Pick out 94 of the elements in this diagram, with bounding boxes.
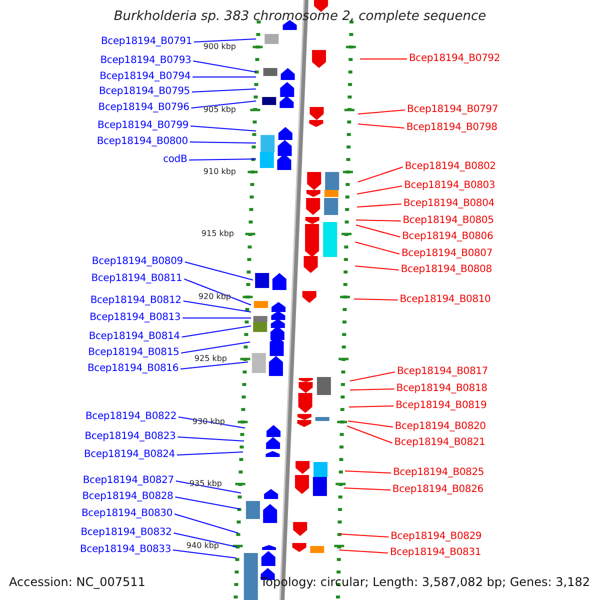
gene-label: Bcep18194_B0832 (80, 527, 172, 539)
gene-label: Bcep18194_B0819 (396, 400, 487, 412)
leader-line (358, 166, 404, 182)
gene-label: Bcep18194_B0814 (88, 331, 180, 343)
scale-label: 915 kbp (201, 229, 234, 239)
gene-label: Bcep18194_B0806 (402, 231, 494, 243)
gene-label: Bcep18194_B0825 (393, 467, 484, 479)
gene-label: Bcep18194_B0802 (404, 161, 496, 173)
gene-label: Bcep18194_B0812 (90, 295, 182, 307)
leader-line (348, 406, 394, 408)
leader-line (184, 278, 252, 306)
leader-line (354, 266, 400, 270)
leader-line (174, 514, 238, 534)
gene-label: Bcep18194_B0811 (91, 273, 182, 285)
leader-line (348, 420, 394, 428)
leader-line (354, 298, 398, 300)
leader-line (184, 262, 254, 280)
gene-label: Bcep18194_B0805 (402, 215, 494, 227)
leader-line (346, 426, 393, 444)
sequence-info-text: Topology: circular; Length: 3,587,082 bp; Genes: 3,182 (260, 575, 590, 589)
leader-line (350, 388, 395, 390)
leader-line (188, 158, 256, 160)
gene-label: Bcep18194_B0822 (86, 411, 176, 423)
gene-label: Bcep18194_B0816 (88, 363, 178, 375)
leader-line (356, 186, 403, 194)
gene-label: Bcep18194_B0818 (396, 383, 488, 395)
leader-line (356, 224, 401, 238)
gene-label: Bcep18194_B0821 (394, 437, 486, 449)
gene-label: Bcep18194_B0804 (403, 198, 494, 210)
leader-line (350, 372, 396, 382)
gene-label: Bcep18194_B0797 (407, 104, 498, 116)
leader-line (344, 470, 392, 474)
leader-line (356, 220, 402, 222)
gene-label: Bcep18194_B0824 (84, 449, 175, 461)
gene-label: Bcep18194_B0803 (404, 180, 496, 192)
scale-label: 900 kbp (203, 42, 236, 52)
gene-label: Bcep18194_B0809 (92, 256, 183, 268)
leader-line (356, 204, 402, 208)
gene-label: Bcep18194_B0794 (100, 71, 191, 83)
gene-label: Bcep18194_B0823 (84, 431, 176, 443)
gene-label: Bcep18194_B0798 (406, 122, 498, 134)
gene-label: Bcep18194_B0830 (82, 508, 172, 520)
leader-line (358, 110, 406, 114)
scale-label: 920 kbp (198, 292, 231, 302)
gene-label: Bcep18194_B0807 (402, 248, 492, 260)
leader-line (173, 532, 238, 548)
gene-label: Bcep18194_B0828 (82, 491, 174, 503)
leader-line (189, 142, 256, 144)
gene-label: codB (163, 154, 188, 166)
gene-label: Bcep18194_B0796 (98, 102, 190, 114)
gene-label: Bcep18194_B0810 (400, 294, 491, 306)
gene-label: Bcep18194_B0827 (82, 475, 174, 487)
gene-label: Bcep18194_B0808 (400, 264, 492, 276)
leader-line (192, 60, 256, 72)
gene-label: Bcep18194_B0813 (90, 312, 181, 324)
map-title: Burkholderia sp. 383 chromosome 2, complete sequence (112, 9, 488, 25)
gene-label: Bcep18194_B0791 (101, 36, 192, 48)
leader-line (340, 534, 390, 538)
leader-line (354, 242, 400, 254)
leader-line (175, 480, 242, 494)
accession-text: Accession: NC_007511 (9, 575, 146, 589)
leader-line (180, 362, 248, 370)
gene-label: Bcep18194_B0795 (98, 86, 190, 98)
gene-label: Bcep18194_B0829 (390, 531, 482, 543)
scale-label: 940 kbp (186, 541, 219, 551)
leader-line (176, 452, 244, 456)
leader-line (191, 88, 256, 92)
leader-line (174, 496, 240, 510)
leader-line (190, 126, 256, 132)
leader-line (358, 124, 405, 128)
leader-line (180, 342, 250, 354)
gene-label: Bcep18194_B0820 (394, 421, 486, 433)
gene-label: Bcep18194_B0799 (98, 120, 189, 132)
gene-label: Bcep18194_B0833 (80, 544, 171, 556)
leader-line (190, 100, 256, 108)
gene-label: Bcep18194_B0792 (409, 53, 500, 65)
leader-line (192, 76, 256, 78)
scale-label: 905 kbp (203, 105, 236, 115)
gene-label: Bcep18194_B0826 (392, 484, 484, 496)
scale-label: 925 kbp (194, 354, 227, 364)
leader-line (177, 436, 244, 442)
gene-label: Bcep18194_B0793 (100, 55, 192, 67)
leader-line (172, 550, 236, 558)
leader-line (360, 58, 408, 60)
leader-line (194, 38, 256, 42)
gene-label: Bcep18194_B0800 (96, 136, 188, 148)
scale-label: 910 kbp (203, 167, 236, 177)
gene-label: Bcep18194_B0817 (396, 366, 488, 378)
leader-line (338, 550, 388, 554)
leader-line (182, 300, 252, 312)
leader-line (181, 326, 252, 338)
gene-label: Bcep18194_B0831 (390, 547, 481, 559)
leader-line (344, 488, 391, 490)
gene-label: Bcep18194_B0815 (88, 347, 180, 359)
